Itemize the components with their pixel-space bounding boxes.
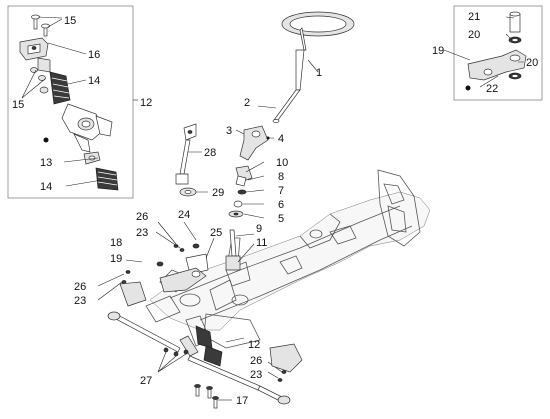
callout-26-a: 26 <box>136 211 148 223</box>
inset-box-right <box>453 5 543 101</box>
callout-24: 24 <box>178 209 190 221</box>
nut-7 <box>237 189 247 195</box>
inset-box-left <box>7 5 134 199</box>
front-subframe <box>145 169 431 349</box>
callout-15-b: 15 <box>12 99 24 111</box>
callout-15-a: 15 <box>64 15 76 27</box>
callout-3: 3 <box>226 125 232 137</box>
callout-12-main: 12 <box>248 339 260 351</box>
callout-21: 21 <box>468 11 480 23</box>
joint-3 <box>239 125 269 161</box>
bolts-17 <box>194 384 232 409</box>
callout-12-box: 12 <box>140 97 152 109</box>
callout-17: 17 <box>236 395 248 407</box>
callout-18: 18 <box>110 237 122 249</box>
callout-2: 2 <box>244 97 250 109</box>
callout-4: 4 <box>278 133 284 145</box>
callout-14-bot: 14 <box>40 181 52 193</box>
knuckle-right <box>269 343 303 373</box>
callout-9: 9 <box>256 223 262 235</box>
universal-joint-group <box>228 125 274 219</box>
boot-14-bottom <box>95 167 119 191</box>
bushing-21 <box>509 13 521 33</box>
tie-rod-assembly <box>107 281 303 405</box>
callout-19-box: 19 <box>432 45 444 57</box>
fasteners <box>97 221 287 382</box>
inset-idler-arm <box>443 5 543 101</box>
shaft-28 <box>179 139 191 175</box>
intermediate-shaft <box>175 123 208 197</box>
callout-1: 1 <box>316 67 322 79</box>
tie-rod-left <box>113 313 181 353</box>
washer-24 <box>192 243 200 249</box>
callout-20-a: 20 <box>468 29 480 41</box>
column-shaft-2 <box>273 89 301 121</box>
callout-10: 10 <box>276 157 288 169</box>
steering-column <box>257 11 355 123</box>
callout-27: 27 <box>140 375 152 387</box>
callout-19-main: 19 <box>110 253 122 265</box>
nuts-15 <box>30 67 46 81</box>
grease-point-dot <box>43 137 49 143</box>
callout-7: 7 <box>278 185 284 197</box>
callout-25: 25 <box>210 227 222 239</box>
frame-body <box>149 191 431 331</box>
rack-housing <box>43 103 113 153</box>
shaft-9 <box>229 229 237 257</box>
callout-6: 6 <box>278 199 284 211</box>
callout-13: 13 <box>40 157 52 169</box>
callout-26-c: 26 <box>250 355 262 367</box>
callout-28: 28 <box>204 147 216 159</box>
callout-5: 5 <box>278 213 284 225</box>
callout-labels: 15 16 14 15 12 13 14 1 2 3 4 10 8 7 6 5 … <box>12 11 538 407</box>
bolts-15-top <box>31 14 50 37</box>
callout-8: 8 <box>278 171 284 183</box>
callout-26-b: 26 <box>74 281 86 293</box>
callout-16: 16 <box>88 49 100 61</box>
callout-23-a: 23 <box>136 227 148 239</box>
inset-steering-rack <box>7 5 138 199</box>
callout-29: 29 <box>212 187 224 199</box>
callout-14-top: 14 <box>88 75 100 87</box>
block-11 <box>225 255 241 271</box>
callout-11: 11 <box>256 237 267 249</box>
callout-22: 22 <box>486 83 498 95</box>
boot-14-top <box>39 71 71 105</box>
nut-18 <box>156 261 164 267</box>
pitman-arm-group <box>156 221 215 293</box>
clamp-16 <box>19 37 51 73</box>
callout-23-b: 23 <box>74 295 86 307</box>
callout-20-b: 20 <box>526 57 538 69</box>
callout-23-c: 23 <box>250 369 262 381</box>
knuckle-left <box>119 281 147 307</box>
pitman-shaft <box>225 229 255 271</box>
washer-6 <box>233 200 243 208</box>
